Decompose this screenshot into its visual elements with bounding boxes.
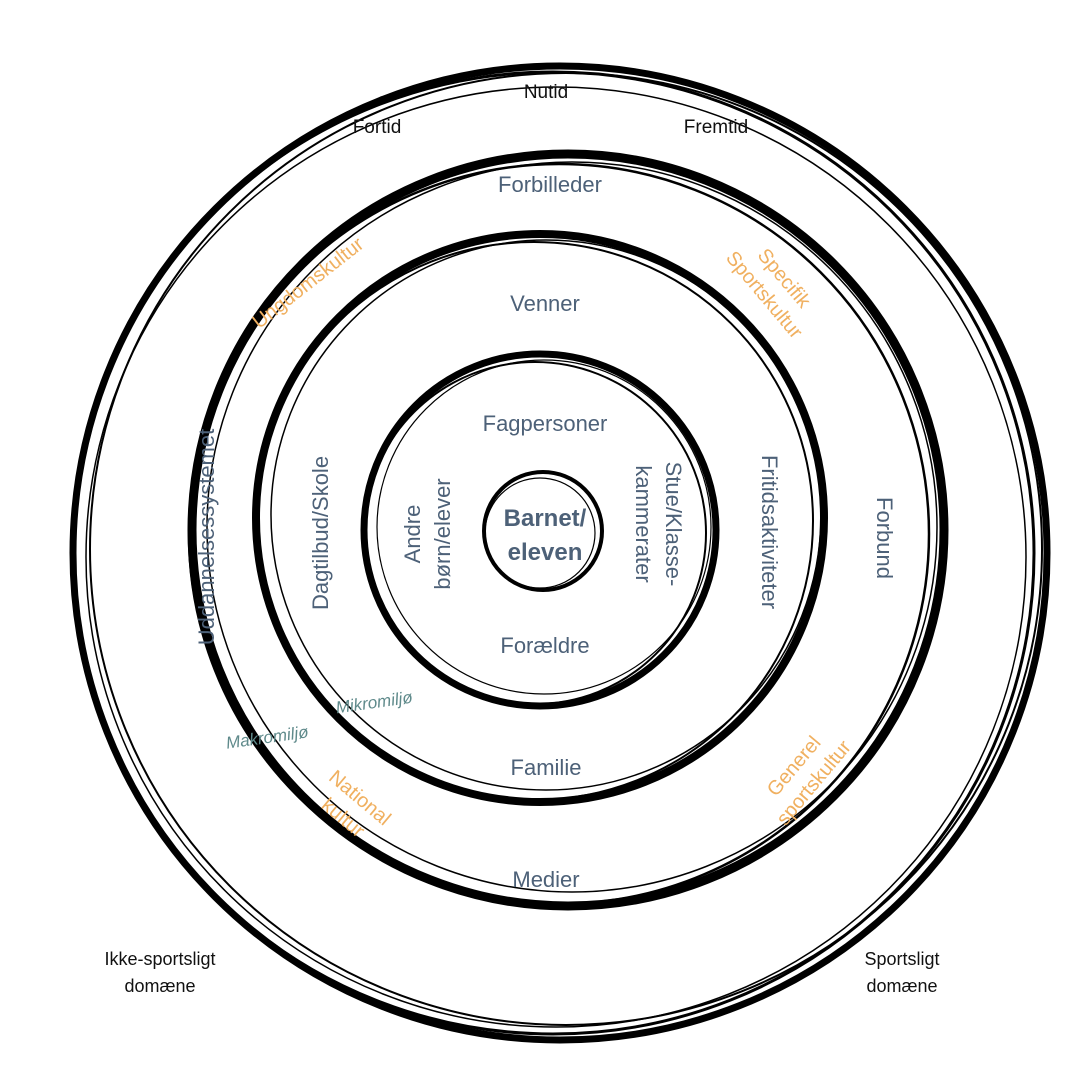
svg-text:Forbund: Forbund bbox=[872, 497, 897, 579]
svg-text:Andre: Andre bbox=[400, 505, 425, 564]
svg-text:Mikromiljø: Mikromiljø bbox=[335, 688, 414, 718]
label-future: Fremtid bbox=[684, 117, 748, 138]
outer-ring bbox=[69, 62, 1051, 1044]
label-fagpersoner: Fagpersoner bbox=[483, 411, 608, 436]
fourth-ring bbox=[360, 350, 720, 710]
svg-text:Dagtilbud/Skole: Dagtilbud/Skole bbox=[308, 456, 333, 610]
center-ring bbox=[482, 470, 604, 592]
label-forbilleder: Forbilleder bbox=[498, 172, 602, 197]
svg-text:Fritidsaktiviteter: Fritidsaktiviteter bbox=[757, 455, 782, 609]
label-ungdomskultur: Ungdomskultur bbox=[249, 233, 369, 333]
label-non-sport-domain-line1: Ikke-sportsligt bbox=[104, 949, 215, 969]
label-andre-boern: Andre børn/elever bbox=[400, 478, 455, 589]
svg-text:kammerater: kammerater bbox=[631, 465, 656, 582]
label-present: Nutid bbox=[524, 82, 568, 103]
label-stue-klasse: Stue/Klasse- kammerater bbox=[631, 462, 686, 587]
label-non-sport-domain-line2: domæne bbox=[124, 976, 195, 996]
second-ring bbox=[187, 149, 949, 911]
third-ring bbox=[252, 230, 828, 806]
label-uddannelsessystemet: Uddannelsessystemet bbox=[194, 429, 219, 645]
svg-text:børn/elever: børn/elever bbox=[430, 478, 455, 589]
label-past: Fortid bbox=[353, 117, 402, 138]
svg-text:Stue/Klasse-: Stue/Klasse- bbox=[661, 462, 686, 587]
label-foraeldre: Forældre bbox=[500, 633, 589, 658]
label-dagtilbud-skole: Dagtilbud/Skole bbox=[308, 456, 333, 610]
svg-text:Uddannelsessystemet: Uddannelsessystemet bbox=[194, 429, 219, 645]
label-venner: Venner bbox=[510, 291, 580, 316]
label-mikromiljo: Mikromiljø bbox=[335, 688, 414, 718]
label-forbund: Forbund bbox=[872, 497, 897, 579]
center-label-line1: Barnet/ bbox=[504, 505, 587, 532]
center-label-line2: eleven bbox=[508, 539, 583, 566]
svg-text:Ungdomskultur: Ungdomskultur bbox=[249, 233, 369, 333]
label-sport-domain-line1: Sportsligt bbox=[864, 949, 939, 969]
label-sport-domain-line2: domæne bbox=[866, 976, 937, 996]
label-fritidsaktiviteter: Fritidsaktiviteter bbox=[757, 455, 782, 609]
label-medier: Medier bbox=[512, 867, 579, 892]
label-familie: Familie bbox=[511, 755, 582, 780]
label-national-kultur: National kultur bbox=[317, 766, 395, 842]
